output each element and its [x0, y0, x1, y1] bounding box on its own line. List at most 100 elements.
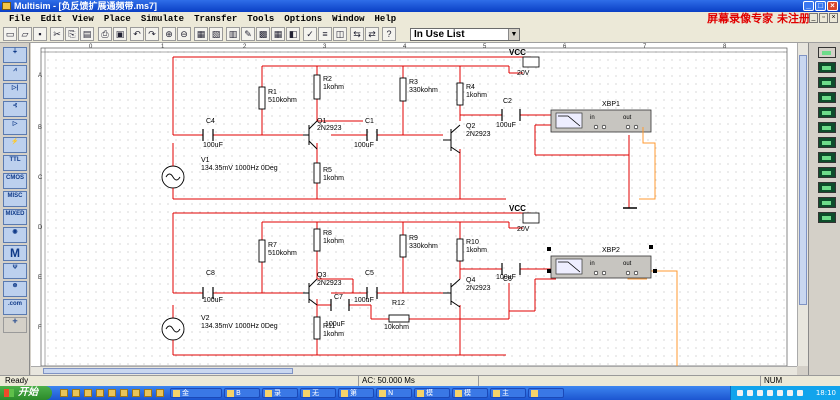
forward-annotate-icon[interactable]: ⇄ [365, 27, 379, 41]
r9-label[interactable]: R9 [409, 235, 418, 242]
r5-label[interactable]: R5 [323, 167, 332, 174]
multimeter-instrument-button[interactable] [818, 47, 836, 58]
rf-parts-button[interactable]: Ψ [3, 263, 27, 279]
tray-icon[interactable] [747, 390, 753, 396]
in-use-list-dropdown[interactable]: In Use List ▼ [410, 28, 520, 41]
doc-restore-button[interactable]: ▫ [819, 13, 828, 23]
doc-close-button[interactable]: × [829, 13, 838, 23]
paste-icon[interactable]: ▤ [80, 27, 94, 41]
minimize-button[interactable]: _ [803, 1, 814, 11]
menu-help[interactable]: Help [374, 13, 397, 24]
menu-window[interactable]: Window [332, 13, 365, 24]
spreadsheet-icon[interactable]: ▦ [271, 27, 285, 41]
quicklaunch-icon[interactable] [132, 389, 140, 397]
copy-icon[interactable]: ⎘ [65, 27, 79, 41]
oscilloscope-button[interactable] [818, 92, 836, 103]
analog-parts-button[interactable]: ▷ [3, 119, 27, 135]
menu-view[interactable]: View [72, 13, 94, 24]
c6-label[interactable]: C6 [503, 276, 512, 283]
new-file-icon[interactable]: ▭ [3, 27, 17, 41]
r2-label[interactable]: R2 [323, 76, 332, 83]
source-parts-button[interactable]: ⏚ [3, 47, 27, 63]
r1-label[interactable]: R1 [268, 89, 277, 96]
tray-icon[interactable] [787, 390, 793, 396]
taskbar-task[interactable]: 录 [262, 388, 298, 398]
component-wizard-icon[interactable]: ✎ [241, 27, 255, 41]
distortion-analyzer-button[interactable] [818, 212, 836, 223]
quicklaunch-icon[interactable] [156, 389, 164, 397]
start-button[interactable]: 开始 [0, 386, 52, 400]
postprocessor-icon[interactable]: ◧ [286, 27, 300, 41]
cut-icon[interactable]: ✂ [50, 27, 64, 41]
maximize-button[interactable]: □ [815, 1, 826, 11]
xbp1-label[interactable]: XBP1 [602, 101, 620, 108]
zoom-in-icon[interactable]: ⊕ [162, 27, 176, 41]
ultiboard-icon[interactable]: ◫ [333, 27, 347, 41]
menu-place[interactable]: Place [103, 13, 131, 24]
power-parts-button[interactable]: ⚡ [3, 137, 27, 153]
erc-icon[interactable]: ✓ [303, 27, 317, 41]
c1-label[interactable]: C1 [365, 118, 374, 125]
function-generator-button[interactable] [818, 62, 836, 73]
quicklaunch-icon[interactable] [120, 389, 128, 397]
tray-icon[interactable] [767, 390, 773, 396]
electromech-parts-button[interactable]: ⊛ [3, 281, 27, 297]
vcc2-label[interactable]: VCC [509, 204, 526, 213]
diode-parts-button[interactable]: ▷| [3, 83, 27, 99]
quicklaunch-icon[interactable] [108, 389, 116, 397]
zoom-fit-icon[interactable]: ▧ [209, 27, 223, 41]
r12-label[interactable]: R12 [392, 300, 405, 307]
close-button[interactable]: × [827, 1, 838, 11]
q4-label[interactable]: Q4 [466, 277, 476, 284]
zoom-area-icon[interactable]: ▦ [194, 27, 208, 41]
print-preview-icon[interactable]: ▣ [113, 27, 127, 41]
back-annotate-icon[interactable]: ⇆ [350, 27, 364, 41]
quicklaunch-icon[interactable] [84, 389, 92, 397]
undo-icon[interactable]: ↶ [130, 27, 144, 41]
taskbar-task[interactable]: B [224, 388, 260, 398]
wattmeter-button[interactable] [818, 77, 836, 88]
indicator-parts-button[interactable]: ◉ [3, 227, 27, 243]
ttl-parts-button[interactable]: TTL [3, 155, 27, 171]
word-generator-button[interactable] [818, 152, 836, 163]
menu-simulate[interactable]: Simulate [140, 13, 185, 24]
quicklaunch-icon[interactable] [144, 389, 152, 397]
cmos-parts-button[interactable]: CMOS [3, 173, 27, 189]
q1-label[interactable]: Q1 [317, 118, 327, 125]
r7-label[interactable]: R7 [268, 242, 277, 249]
help-icon[interactable]: ? [382, 27, 396, 41]
menu-tools[interactable]: Tools [247, 13, 275, 24]
chevron-down-icon[interactable]: ▼ [508, 29, 519, 40]
q3-label[interactable]: Q3 [317, 272, 327, 279]
taskbar-task[interactable]: 第 [338, 388, 374, 398]
taskbar-task[interactable] [528, 388, 564, 398]
tray-icon[interactable] [757, 390, 763, 396]
open-folder-icon[interactable]: ▱ [18, 27, 32, 41]
misc-parts-button[interactable]: M [3, 245, 27, 261]
c8-label[interactable]: C8 [206, 270, 215, 277]
r4-label[interactable]: R4 [466, 84, 475, 91]
schematic-canvas[interactable]: 0 1 2 3 4 5 6 7 8 A B C D E F VCC 20V R1… [31, 43, 797, 366]
zoom-out-icon[interactable]: ⊖ [177, 27, 191, 41]
tray-icon[interactable] [777, 390, 783, 396]
taskbar-task[interactable]: 无 [300, 388, 336, 398]
bode-plotter-button[interactable] [818, 122, 836, 133]
transistor-parts-button[interactable]: ⊰ [3, 101, 27, 117]
taskbar-task[interactable]: 模 [452, 388, 488, 398]
taskbar-task[interactable]: 主 [490, 388, 526, 398]
r3-label[interactable]: R3 [409, 79, 418, 86]
save-icon[interactable]: ▪ [33, 27, 47, 41]
horizontal-scrollbar[interactable] [31, 366, 797, 375]
tray-icon[interactable] [797, 390, 803, 396]
c7-label[interactable]: C7 [334, 294, 343, 301]
quicklaunch-icon[interactable] [60, 389, 68, 397]
vertical-scrollbar[interactable] [797, 43, 808, 366]
menu-options[interactable]: Options [284, 13, 323, 24]
c4-label[interactable]: C4 [206, 118, 215, 125]
quicklaunch-icon[interactable] [96, 389, 104, 397]
four-channel-scope-button[interactable] [818, 107, 836, 118]
print-icon[interactable]: ⎙ [98, 27, 112, 41]
logic-analyzer-button[interactable] [818, 167, 836, 178]
horizontal-scroll-thumb[interactable] [43, 368, 293, 374]
r10-label[interactable]: R10 [466, 239, 479, 246]
